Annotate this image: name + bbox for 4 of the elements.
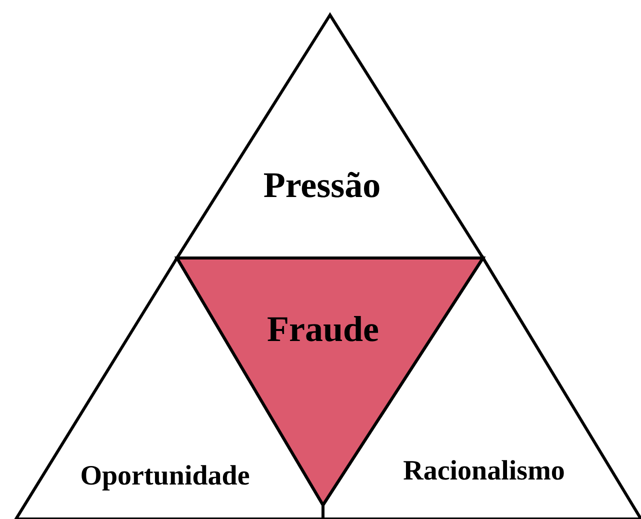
segment-label: Fraude bbox=[267, 310, 379, 350]
segment-label: Pressão bbox=[263, 166, 381, 206]
segment-label: Oportunidade bbox=[80, 462, 250, 492]
segment-label: Racionalismo bbox=[403, 456, 565, 488]
